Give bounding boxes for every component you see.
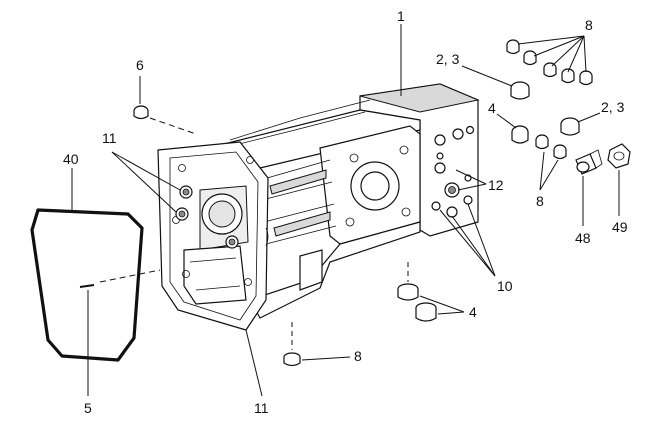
callout-4-upper: 4 [488,100,496,116]
callout-8-top: 8 [585,17,593,33]
callout-12: 12 [488,177,504,193]
plug-icon [511,125,529,144]
plug-icon [397,262,437,322]
callout-49: 49 [612,219,628,235]
fitting-icon [575,149,603,175]
leader-lines [71,24,620,397]
callout-5: 5 [84,400,92,416]
callout-2-3-top: 2, 3 [436,51,460,67]
callout-8-mid: 8 [536,193,544,209]
plug-icon [510,81,580,136]
plug-icon [535,134,567,160]
callout-2-3-right: 2, 3 [601,99,625,115]
plug-icon [133,105,197,135]
pump-housing-icon [157,83,480,331]
callout-40: 40 [63,151,79,167]
callout-10: 10 [497,278,513,294]
plug-icon [506,39,593,86]
plug-icon [283,322,301,367]
callout-4-lower: 4 [469,304,477,320]
callout-11-upper: 11 [102,130,117,146]
gasket-ring-icon [30,208,144,362]
cap-nut-icon [607,143,631,169]
callout-48: 48 [575,230,591,246]
callout-8-bottom: 8 [354,348,362,364]
callout-11-lower: 11 [254,400,269,416]
pin-icon [79,269,161,288]
callout-1: 1 [397,8,405,24]
callout-6: 6 [136,57,144,73]
